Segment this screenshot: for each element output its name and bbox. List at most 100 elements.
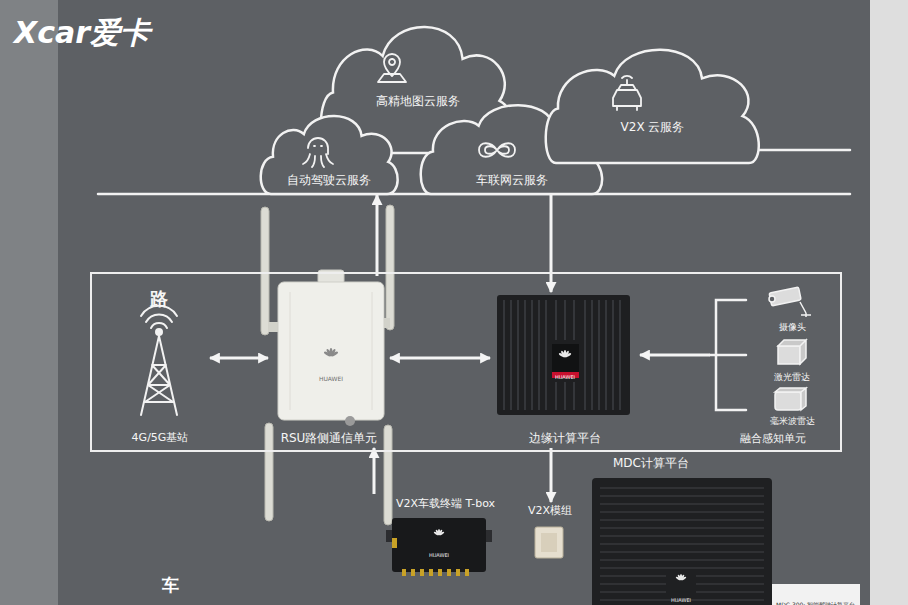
placard-text: MDC 300: 智能驾驶计算平台 [776, 592, 855, 605]
rsu-device [261, 207, 269, 335]
rsu-unit: RSU路侧通信单元 [268, 276, 390, 448]
node-text: 融合感知单元 [740, 432, 806, 445]
mdc-device [600, 551, 764, 553]
mdc-device [600, 503, 764, 505]
tbox-device [465, 569, 469, 576]
edge-platform-device [531, 300, 533, 410]
tbox-device [420, 569, 424, 576]
edge-platform-device [552, 344, 579, 378]
watermark: Xcar爱卡 [14, 18, 150, 48]
tower-icon [141, 306, 177, 328]
tbox-device [433, 529, 444, 536]
node-text: 车联网云服务 [476, 173, 548, 187]
v2x-module-chip [535, 527, 563, 558]
sensor-icons [775, 392, 801, 410]
mdc-device [600, 543, 764, 545]
brand-mark: HUAWEI [671, 587, 691, 605]
edge-platform-device [573, 300, 575, 340]
rsu-device [384, 425, 392, 525]
wall [870, 0, 908, 605]
rsu-device [372, 292, 373, 410]
mdc-platform: MDC计算平台 [585, 454, 773, 605]
flow-arrow [550, 448, 553, 502]
edge-platform-device [598, 300, 600, 410]
sensor-icons [775, 388, 806, 410]
flow-arrow [390, 357, 490, 360]
tbox-device [429, 569, 433, 576]
brand-mark: HUAWEI [319, 366, 343, 385]
edge-platform-device [555, 382, 557, 410]
flow-arrow [550, 195, 553, 292]
tbox-unit: V2X车载终端 T-box [366, 494, 508, 576]
sensor-icons [778, 346, 800, 364]
tbox-device [447, 569, 451, 576]
edge-platform-device [545, 300, 547, 410]
edge-platform-device [612, 300, 614, 410]
section-heading: 车 [162, 576, 179, 595]
edge-platform-device [564, 300, 566, 340]
v2x-module: V2X模组 [518, 502, 582, 564]
sensor-icons [778, 340, 806, 364]
edge-platform-device [564, 352, 571, 358]
node-text: 摄像头 [779, 322, 806, 333]
sensor-icons [769, 287, 811, 410]
flow-arrow [376, 195, 379, 276]
cloud-outline [261, 116, 398, 194]
node-text: 4G/5G基站 [132, 431, 189, 444]
rsu-device [323, 348, 338, 357]
edge-platform-device [605, 300, 607, 410]
road-band: 路 4G/5G基站 RSU路侧通信单元边缘计算平台融合感知单元 摄像头激光雷达毫米波雷… [90, 272, 842, 452]
sensor-bracket [710, 300, 746, 410]
rsu-device [330, 351, 338, 357]
brand-mark-text: HUAWEI [429, 553, 449, 558]
mdc-device [600, 527, 764, 529]
placard [772, 584, 860, 605]
tbox-device [438, 569, 442, 576]
tbox-device [456, 569, 460, 576]
cloud-icon [303, 138, 333, 167]
section-heading-text: 车 [162, 577, 179, 594]
node-text: 毫米波雷达 [770, 416, 815, 427]
brand-mark: HUAWEI [555, 364, 575, 383]
rsu-device [386, 205, 394, 330]
edge-platform-device [517, 300, 519, 410]
node-text: 自动驾驶云服务 [287, 173, 371, 187]
sensor-item: 毫米波雷达 [752, 384, 832, 428]
mdc-device [600, 487, 764, 489]
edge-platform-device [524, 300, 526, 410]
tbox-device [386, 518, 492, 576]
cloud-outline [546, 50, 759, 163]
edge-platform-device [497, 295, 630, 415]
base-station: 4G/5G基站 [110, 312, 210, 448]
sensor-icons [800, 302, 811, 317]
tbox-device [438, 531, 444, 536]
edge-platform-device [510, 300, 512, 410]
mdc-device [592, 478, 772, 605]
placard-text-text: MDC 300: 智能驾驶计算平台 [776, 602, 855, 605]
node-text: 路 [150, 288, 168, 310]
rsu-device [278, 282, 384, 420]
brand-mark: HUAWEI [429, 542, 449, 561]
mdc-device [600, 511, 764, 513]
edge-platform-device [584, 300, 586, 410]
edge-platform-device [555, 300, 557, 340]
edge-platform-device [573, 382, 575, 410]
cloud-service: V2X 云服务 [540, 38, 765, 164]
mdc-device [666, 570, 696, 598]
edge-platform-device [538, 300, 540, 410]
mdc-device [680, 576, 686, 581]
edge-platform: 边缘计算平台 [490, 292, 640, 448]
edge-platform-device [591, 300, 593, 410]
mdc-device [600, 559, 764, 561]
sensor-item: 激光雷达 [752, 334, 832, 384]
placard [772, 584, 860, 605]
flow-arrow [373, 448, 376, 494]
brand-mark-text: HUAWEI [555, 375, 575, 380]
edge-platform-device [503, 300, 505, 410]
v2x-module-chip [541, 533, 557, 552]
tower-icon [156, 329, 162, 335]
sensor-bracket [710, 300, 746, 410]
tbox-device [411, 569, 415, 576]
rsu-device [290, 292, 291, 410]
